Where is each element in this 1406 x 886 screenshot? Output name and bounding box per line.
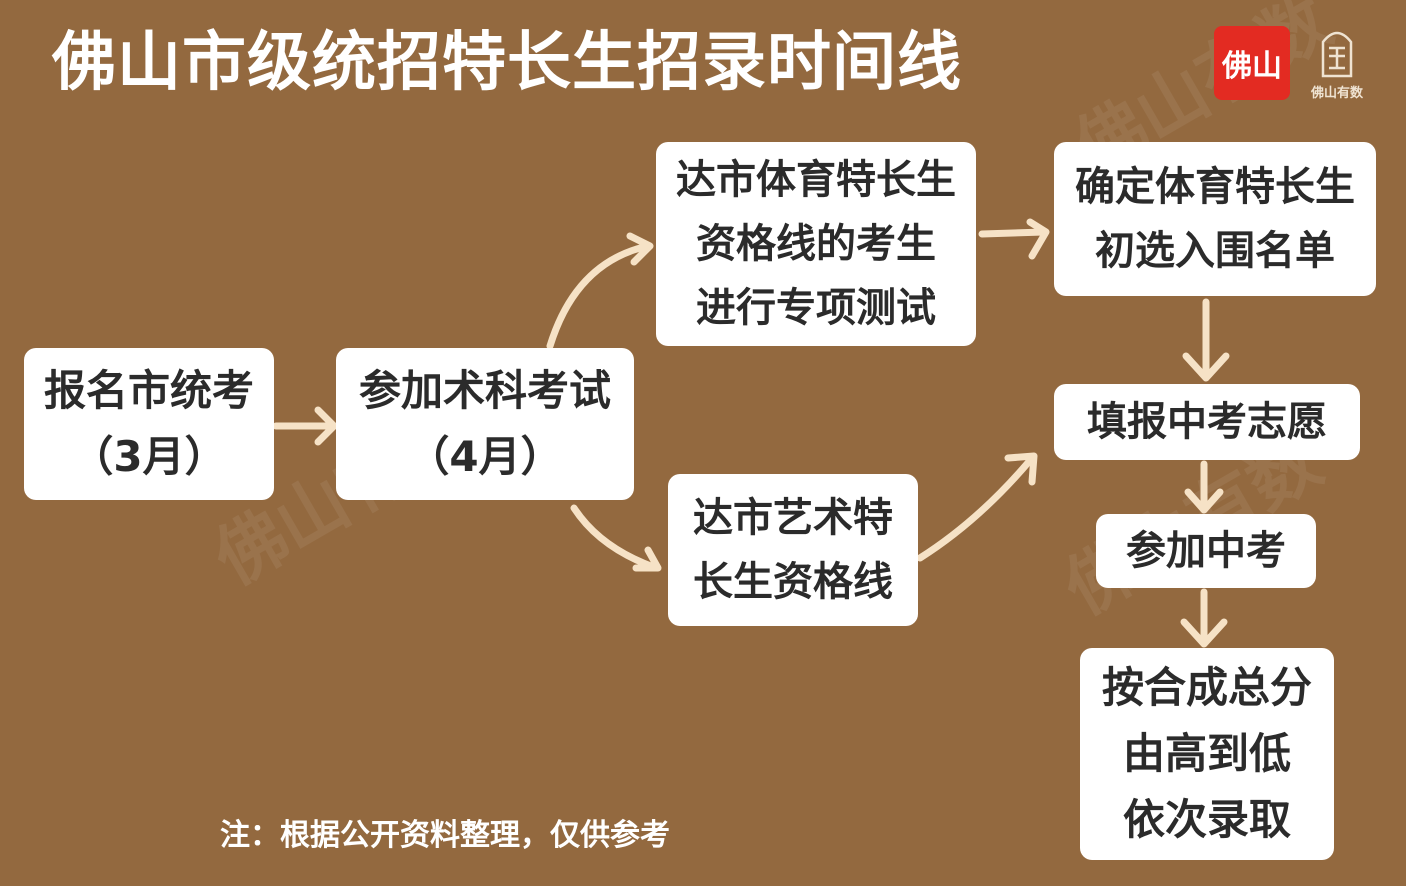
node-text: 资格线的考生	[696, 221, 936, 267]
node-fill-choice: 填报中考志愿	[1054, 384, 1360, 460]
arrow-exam-to-sports	[546, 242, 652, 350]
node-sports-qualified: 达市体育特长生 资格线的考生 进行专项测试	[656, 142, 976, 346]
arrow-art-to-fill	[916, 454, 1036, 562]
brand-emblem-icon	[1321, 31, 1353, 78]
arrow-sports-to-confirm	[978, 228, 1048, 238]
node-register: 报名市统考 （3月）	[24, 348, 274, 500]
node-text: 达市体育特长生	[676, 157, 956, 203]
node-text: 参加术科考试	[358, 366, 611, 415]
node-text: 长生资格线	[693, 559, 893, 605]
node-art-qualified: 达市艺术特 长生资格线	[668, 474, 918, 626]
node-text: 达市艺术特	[693, 495, 893, 541]
node-admission: 按合成总分 由高到低 依次录取	[1080, 648, 1334, 860]
node-art-exam: 参加术科考试 （4月）	[336, 348, 634, 500]
foshan-logo-badge: 佛山	[1214, 26, 1290, 100]
logo-badge-text: 佛山	[1222, 49, 1282, 84]
footnote: 注：根据公开资料整理，仅供参考	[220, 818, 670, 853]
node-text: 进行专项测试	[696, 285, 936, 331]
brand-logo: 佛山有数	[1302, 22, 1372, 102]
node-text: （4月）	[407, 432, 563, 481]
node-text: （3月）	[71, 432, 227, 481]
page-title: 佛山市级统招特长生招录时间线	[52, 26, 962, 100]
node-text: 初选入围名单	[1095, 228, 1335, 274]
arrow-exam-to-art	[570, 504, 660, 572]
node-text: 确定体育特长生	[1075, 164, 1355, 210]
node-text: 参加中考	[1126, 528, 1286, 574]
node-sports-shortlist: 确定体育特长生 初选入围名单	[1054, 142, 1376, 296]
brand-logo-text: 佛山有数	[1310, 86, 1363, 101]
node-zhongkao: 参加中考	[1096, 514, 1316, 588]
node-text: 由高到低	[1122, 729, 1291, 778]
node-text: 报名市统考	[43, 366, 254, 415]
node-text: 填报中考志愿	[1087, 399, 1327, 445]
node-text: 按合成总分	[1101, 663, 1312, 712]
node-text: 依次录取	[1122, 795, 1291, 844]
